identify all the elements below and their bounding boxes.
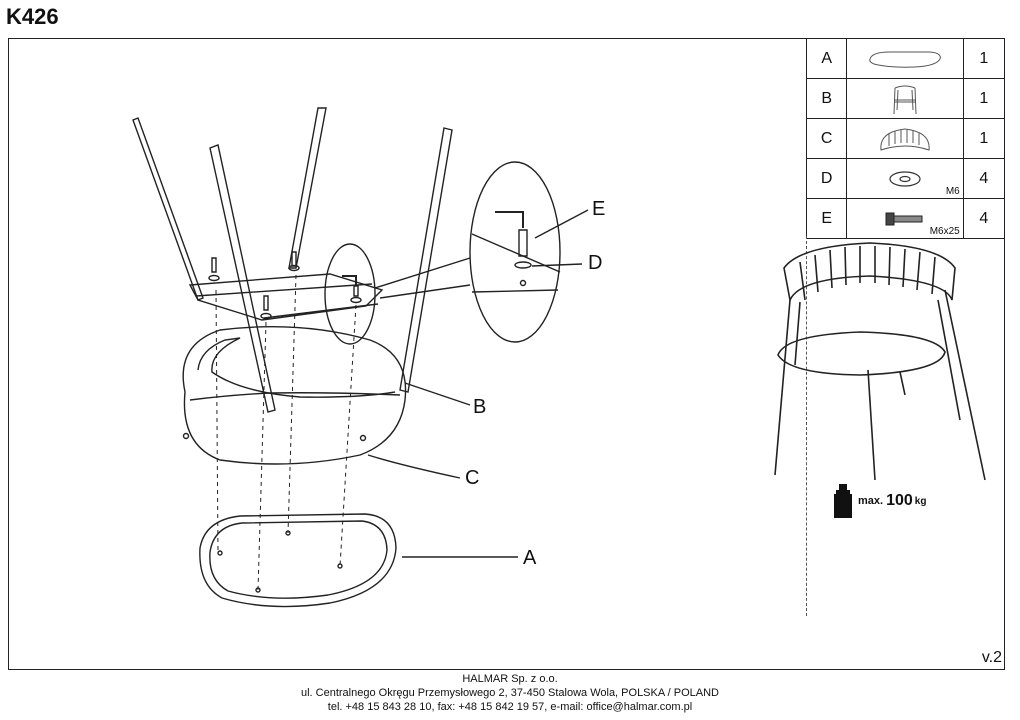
seat-cushion-icon [869, 51, 941, 68]
parts-row: A 1 [805, 38, 1006, 79]
callout-d: D [588, 252, 603, 274]
part-letter: E [805, 198, 848, 239]
frame-bolts-drawing [208, 251, 362, 320]
version-label: v.2 [981, 649, 1002, 666]
part-letter: A [805, 38, 848, 79]
backrest-drawing [182, 325, 407, 465]
detail-circle-small [324, 243, 376, 345]
max-load-unit: kg [914, 495, 927, 507]
callout-a: A [523, 547, 537, 569]
part-qty: 1 [962, 118, 1006, 159]
part-letter: B [805, 78, 848, 119]
part-spec: M6 [945, 186, 960, 197]
bolt-icon [885, 212, 923, 225]
callout-b: B [473, 396, 487, 418]
part-spec: M6x25 [929, 226, 960, 237]
frame-drawing [132, 107, 453, 413]
drawing-frame [8, 38, 1005, 670]
model-title: K426 [6, 4, 59, 29]
parts-row: B 1 [805, 78, 1006, 119]
washer-icon [889, 170, 921, 187]
assembly-guides [215, 274, 357, 591]
parts-table: A 1 B 1 C 1 D [805, 38, 1006, 239]
weight-icon [834, 484, 852, 518]
backrest-icon [880, 127, 930, 151]
divider-line [806, 236, 807, 616]
footer-contact: tel. +48 15 843 28 10, fax: +48 15 842 1… [327, 701, 693, 713]
chair-frame-icon [893, 85, 917, 114]
parts-row: E M6x25 4 [805, 198, 1006, 239]
footer-address: ul. Centralnego Okręgu Przemysłowego 2, … [300, 687, 719, 699]
footer: HALMAR Sp. z o.o. ul. Centralnego Okręgu… [0, 672, 1020, 714]
max-load-indicator: max. 100 kg [832, 484, 926, 518]
callout-c: C [465, 467, 480, 489]
callout-e: E [592, 198, 606, 220]
footer-company: HALMAR Sp. z o.o. [462, 673, 558, 685]
part-letter: D [805, 158, 848, 199]
part-qty: 1 [962, 38, 1006, 79]
max-load-value: 100 [886, 492, 913, 509]
part-qty: 4 [962, 158, 1006, 199]
part-qty: 4 [962, 198, 1006, 239]
max-load-label: max. [858, 495, 884, 507]
